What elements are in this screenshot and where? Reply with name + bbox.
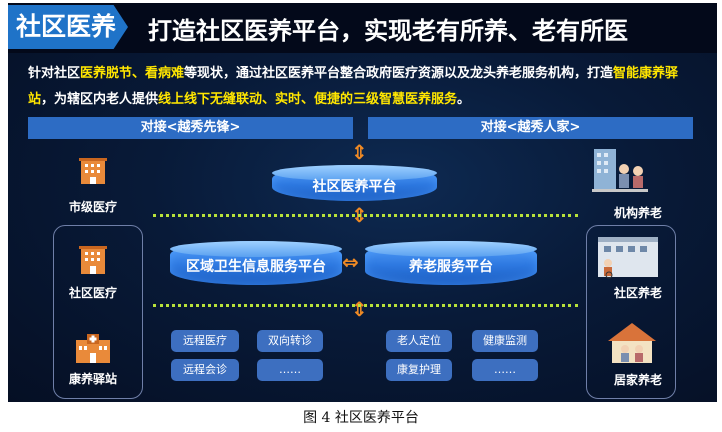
updown-arrow-icon: ⇕: [351, 140, 368, 164]
health-info-platform: 区域卫生信息服务平台: [170, 241, 342, 285]
right-level-box: [586, 225, 676, 399]
home-elderly-care-icon: [608, 323, 656, 363]
diagram-slide: 社区医养 打造社区医养平台，实现老有所养、老有所医 针对社区医养脱节、看病难等现…: [8, 3, 717, 402]
service-remote-consultation: 远程会诊: [171, 359, 239, 381]
level-community-medical: 社区医疗: [68, 286, 117, 300]
service-more-right: ……: [472, 359, 538, 381]
figure-caption: 图 4 社区医养平台: [303, 410, 419, 426]
level-home-care: 居家养老: [613, 373, 662, 387]
service-two-way-referral: 双向转诊: [257, 330, 323, 352]
intro-text: 针对社区医养脱节、看病难等现状，通过社区医养平台整合政府医疗资源以及龙头养老服务…: [28, 61, 700, 113]
platform-label: 社区医养平台: [312, 179, 397, 195]
intro-text-part: 针对社区: [28, 66, 81, 81]
service-elder-location: 老人定位: [386, 330, 452, 352]
left-level-box: [53, 225, 143, 399]
community-elderly-care-icon: [598, 237, 658, 279]
dotted-separator: [153, 214, 578, 217]
leftright-arrow-icon: ⇔: [342, 250, 359, 274]
level-institution-care: 机构养老: [613, 206, 662, 220]
headline: 打造社区医养平台，实现老有所养、老有所医: [148, 17, 628, 45]
city-hospital-building-icon: [79, 158, 107, 184]
level-community-care: 社区养老: [613, 286, 662, 300]
wellness-station-hospital-icon: [76, 334, 110, 363]
dotted-separator: [153, 304, 578, 307]
updown-arrow-icon: ⇕: [351, 297, 368, 321]
intro-highlight: 智能康养驿站: [28, 66, 679, 107]
level-city-medical: 市级医疗: [68, 200, 117, 214]
service-rehab-nursing: 康复护理: [386, 359, 452, 381]
platform-label: 养老服务平台: [409, 259, 493, 275]
community-clinic-building-icon: [79, 246, 107, 274]
dock-bar-right: 对接<越秀人家>: [368, 117, 693, 139]
service-health-monitoring: 健康监测: [472, 330, 538, 352]
intro-highlight: 医养脱节、看病难: [80, 66, 185, 81]
title-bar: 社区医养 打造社区医养平台，实现老有所养、老有所医: [8, 3, 717, 53]
intro-text-part: ，为辖区内老人提供: [41, 92, 159, 107]
platform-label: 区域卫生信息服务平台: [186, 259, 326, 275]
dock-bar-left: 对接<越秀先锋>: [28, 117, 353, 139]
service-more-left: ……: [257, 359, 323, 381]
level-wellness-station: 康养驿站: [68, 372, 117, 386]
institution-elderly-care-icon: [592, 149, 648, 192]
community-platform: 社区医养平台: [272, 165, 437, 201]
section-tag: 社区医养: [8, 5, 128, 49]
intro-text-part: 等现状，通过社区医养平台整合政府医疗资源以及龙头养老服务机构，打造: [184, 66, 614, 81]
intro-text-part: 。: [457, 92, 471, 107]
service-remote-medical: 远程医疗: [171, 330, 239, 352]
elderly-service-platform: 养老服务平台: [365, 241, 537, 285]
intro-highlight: 线上线下无缝联动、实时、便捷的三级智慧医养服务: [158, 92, 458, 107]
